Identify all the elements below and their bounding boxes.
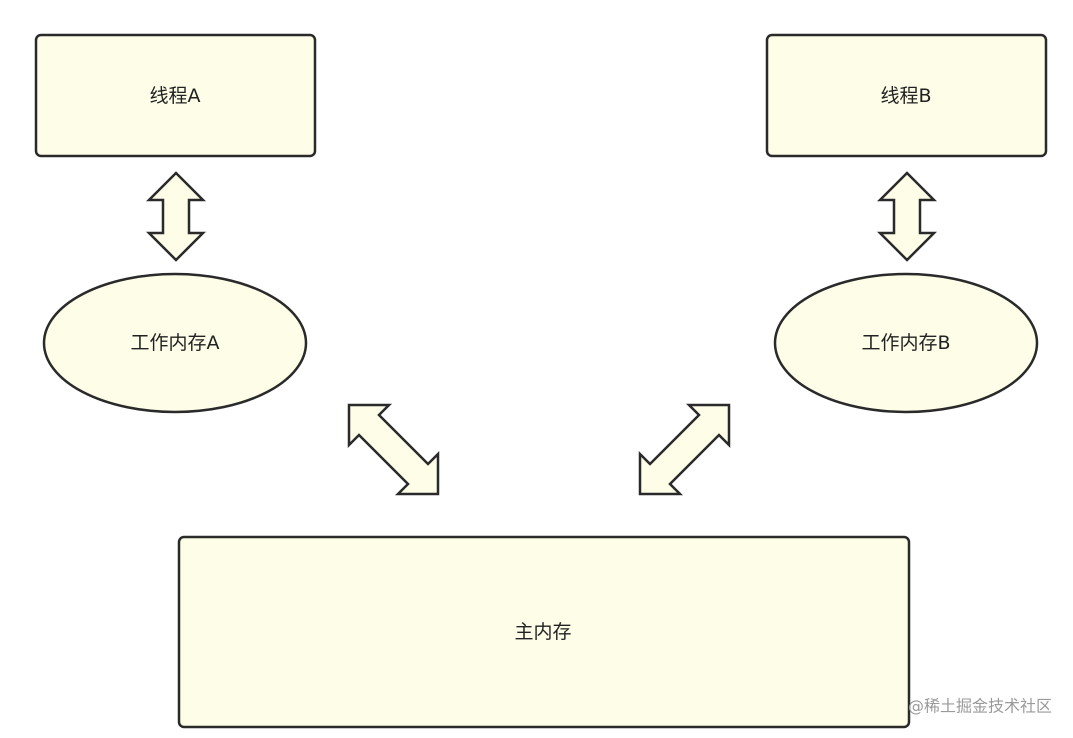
work-mem-a-node: 工作内存A	[42, 272, 308, 414]
thread-b-node: 线程B	[765, 33, 1048, 158]
work-mem-a-label: 工作内存A	[131, 332, 220, 354]
double-arrow-work-mem-a-main-mem	[347, 403, 440, 496]
double-arrow-thread-a-work-mem-a	[145, 171, 207, 262]
work-mem-b-ellipse	[773, 272, 1039, 414]
thread-b-box	[765, 33, 1048, 158]
main-mem-node: 主内存	[177, 535, 911, 729]
thread-a-node: 线程A	[34, 33, 317, 158]
work-mem-b-label: 工作内存B	[861, 332, 950, 354]
double-arrow-thread-b-work-mem-b	[876, 171, 938, 262]
thread-a-box	[34, 33, 317, 158]
watermark-text: @稀土掘金技术社区	[908, 697, 1052, 716]
thread-b-label: 线程B	[880, 85, 931, 107]
work-mem-a-ellipse	[42, 272, 308, 414]
main-mem-label: 主内存	[514, 621, 571, 643]
double-arrow-work-mem-b-main-mem	[638, 403, 731, 496]
main-mem-box	[177, 535, 911, 729]
work-mem-b-node: 工作内存B	[773, 272, 1039, 414]
thread-a-label: 线程A	[150, 85, 201, 107]
